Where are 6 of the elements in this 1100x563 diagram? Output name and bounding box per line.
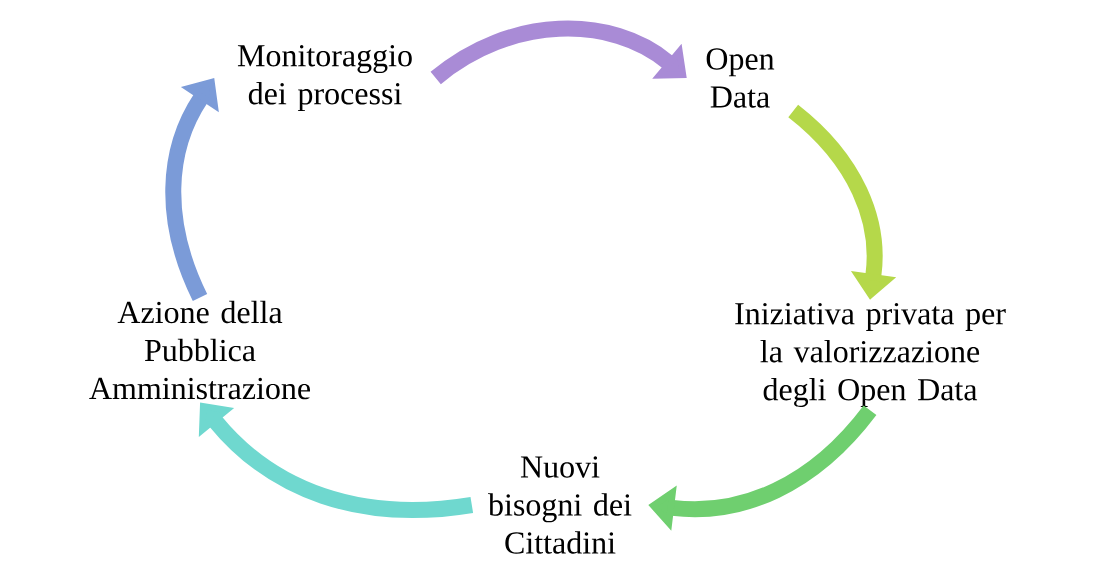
cycle-label: Iniziativa privata per la valorizzazione degli Open Data: [735, 302, 1006, 408]
curved-arrow: [430, 20, 687, 85]
cycle-label: Nuovi bisogni dei Cittadini: [488, 456, 632, 554]
cycle-label: Open Data: [706, 48, 775, 108]
cycle-label: Monitoraggio dei processi: [237, 45, 412, 111]
cycle-label: Azione della Pubblica Amministrazione: [89, 300, 310, 400]
